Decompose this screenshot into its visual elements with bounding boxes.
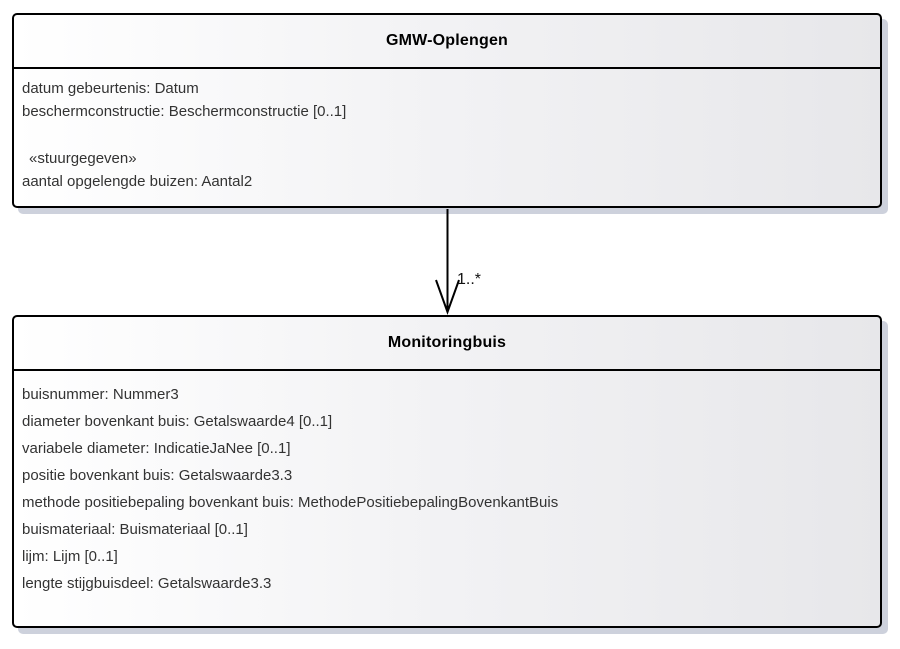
stereotype-label: «stuurgegeven» (29, 150, 137, 167)
attribute-line: datum gebeurtenis: Datum (22, 80, 199, 97)
attribute-line: lijm: Lijm [0..1] (22, 548, 118, 565)
class-title-gmw-oplengen: GMW-Oplengen (14, 15, 880, 69)
attribute-line: buismateriaal: Buismateriaal [0..1] (22, 521, 248, 538)
attribute-line: methode positiebepaling bovenkant buis: … (22, 494, 559, 511)
stereotype-attribute-list: aantal opgelengde buizen: Aantal2 (22, 170, 870, 193)
attribute-line: positie bovenkant buis: Getalswaarde3.3 (22, 467, 293, 484)
class-title-monitoringbuis: Monitoringbuis (14, 317, 880, 371)
attribute-line: beschermconstructie: Beschermconstructie… (22, 103, 347, 120)
attribute-line: variabele diameter: IndicatieJaNee [0..1… (22, 440, 291, 457)
class-gmw-oplengen[interactable]: GMW-Oplengen datum gebeurtenis: Datum be… (12, 13, 882, 208)
multiplicity-label: 1..* (457, 271, 482, 288)
class-monitoringbuis[interactable]: Monitoringbuis buisnummer: Nummer3 diame… (12, 315, 882, 628)
attribute-line: diameter bovenkant buis: Getalswaarde4 [… (22, 413, 333, 430)
attribute-line: lengte stijgbuisdeel: Getalswaarde3.3 (22, 575, 272, 592)
class-attributes-monitoringbuis: buisnummer: Nummer3 diameter bovenkant b… (14, 371, 880, 597)
class-attributes-gmw-oplengen: datum gebeurtenis: Datum beschermconstru… (14, 69, 880, 193)
attribute-line: aantal opgelengde buizen: Aantal2 (22, 173, 253, 190)
attribute-list: buisnummer: Nummer3 diameter bovenkant b… (22, 381, 870, 597)
attribute-line: buisnummer: Nummer3 (22, 386, 179, 403)
attribute-list: datum gebeurtenis: Datum beschermconstru… (22, 77, 870, 123)
open-arrowhead-icon (435, 279, 460, 315)
